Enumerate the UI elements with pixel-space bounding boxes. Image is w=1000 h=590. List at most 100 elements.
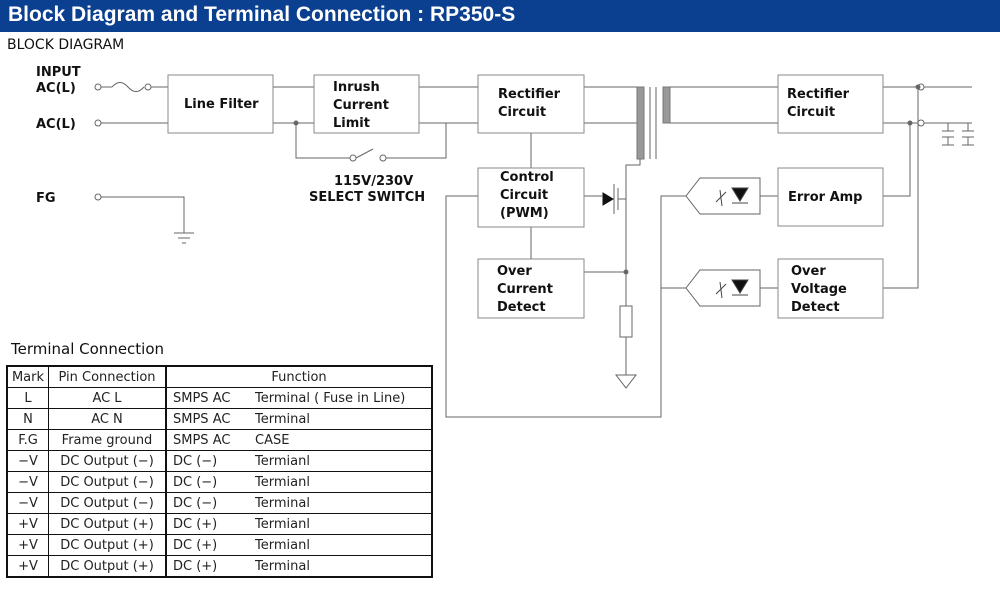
function-type: DC (−) [173,495,218,511]
ac-l-top-label: AC(L) [36,81,76,96]
rectifier-circuit-output-block [777,74,884,134]
wire [924,86,972,124]
inrush-current-limit-label: Limit [333,116,370,131]
mark-cell: −V [6,450,49,472]
fuse-icon [111,82,145,92]
terminal-connection-heading: Terminal Connection [11,340,165,358]
line-filter-label: Line Filter [184,97,259,112]
pin-connection-cell: AC N [48,408,167,430]
mark-cell: N [6,408,49,430]
control-circuit-label: Circuit [500,188,548,203]
over-current-detect-label: Detect [497,300,546,315]
select-switch-icon [355,148,374,159]
phototransistor-icon [715,281,727,299]
function-cell: DC (−) Terminal [165,492,433,514]
output-terminal [917,119,925,127]
mark-cell: +V [6,555,49,578]
mosfet-icon [613,184,627,214]
function-cell: SMPS AC CASE [165,429,433,451]
function-type: SMPS AC [173,390,231,406]
function-type: DC (+) [173,516,218,532]
rectifier-circuit-input-block [477,74,585,134]
ground-icon [174,232,194,244]
function-type: DC (+) [173,558,218,574]
function-detail: Terminal [255,411,310,427]
wire [670,86,778,124]
column-header-pin-connection: Pin Connection [48,365,167,388]
function-cell: DC (−)Termianl [165,471,433,493]
select-switch-label-line1: 115V/230V [334,174,413,189]
control-circuit-label: Control [500,170,554,185]
function-cell: SMPS AC Terminal ( Fuse in Line) [165,387,433,409]
wire [883,86,918,124]
fg-terminal [94,193,102,201]
function-cell: DC (+) Termianl [165,513,433,535]
ac-l-bottom-label: AC(L) [36,117,76,132]
wire [584,86,638,124]
page-title: Block Diagram and Terminal Connection : … [8,3,516,26]
control-circuit-label: (PWM) [500,206,549,221]
over-voltage-detect-label: Voltage [791,282,847,297]
wire [883,123,911,197]
arrow-icon [602,192,614,206]
output-capacitor-icon [942,123,954,146]
input-terminal-l-bottom [94,119,102,127]
function-cell: DC (+) Terminal [165,555,433,578]
over-current-detect-label: Current [497,282,553,297]
function-type: SMPS AC [173,432,231,448]
input-terminal-l-top [94,83,102,91]
wire [273,86,314,124]
select-switch-label-line2: SELECT SWITCH [309,190,425,205]
wire [883,87,919,289]
function-detail: Termianl [255,474,310,490]
wire [386,123,447,159]
mark-cell: L [6,387,49,409]
wire [101,196,185,233]
ground-icon [614,374,638,389]
over-current-detect-label: Over [497,264,532,279]
block-diagram-heading: BLOCK DIAGRAM [7,37,125,53]
function-detail: Terminal [255,558,310,574]
function-cell: DC (−) Termianl [165,450,433,472]
title-bar: Block Diagram and Terminal Connection : … [0,0,1000,32]
fuse-terminal [144,83,152,91]
pin-connection-cell: DC Output (+) [48,534,167,556]
table-header-row: Mark Pin Connection Function [6,365,433,388]
wire [295,123,350,159]
transformer-core [649,87,657,159]
function-detail: Termianl [255,516,310,532]
pin-connection-cell: DC Output (+) [48,513,167,535]
inrush-current-limit-label: Inrush [333,80,380,95]
function-detail: Terminal [255,495,310,511]
led-icon [731,187,749,202]
function-detail: Termianl [255,537,310,553]
function-type: DC (+) [173,537,218,553]
switch-terminal [379,154,387,162]
fg-label: FG [36,191,56,206]
phototransistor-icon [715,189,727,207]
inrush-current-limit-block [313,74,420,134]
optocoupler-1-icon [685,177,761,215]
function-detail: Terminal ( Fuse in Line) [255,390,406,406]
mark-cell: +V [6,513,49,535]
function-detail: CASE [255,432,290,448]
function-cell: DC (+) Termianl [165,534,433,556]
over-voltage-detect-label: Detect [791,300,840,315]
function-type: DC (−) [173,453,218,469]
rectifier-circuit-input-label: Rectifier [498,87,561,102]
line-filter-block [167,74,274,134]
transformer-secondary [662,86,671,124]
output-capacitor-icon [962,123,974,146]
transformer-primary [636,86,645,160]
function-detail: Termianl [255,453,310,469]
